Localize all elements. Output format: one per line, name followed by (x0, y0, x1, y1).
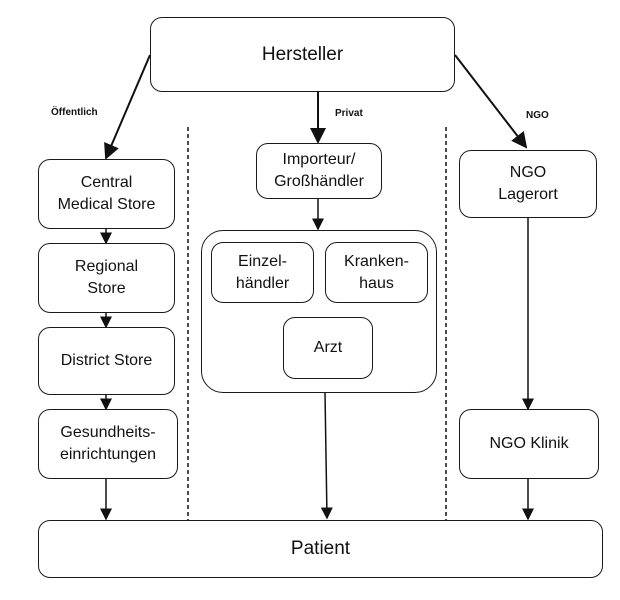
doctor-box: Arzt (283, 317, 373, 379)
arrow-to-ngo (454, 54, 528, 149)
channel-label-ngo: NGO (526, 110, 549, 121)
ngo-clinic-box: NGO Klinik (459, 409, 599, 479)
channel-label-public: Öffentlich (51, 107, 98, 118)
importer-box: Importeur/ Großhändler (256, 143, 382, 199)
hospital-box: Kranken- haus (325, 242, 428, 303)
channel-label-private: Privat (335, 108, 363, 119)
health-facilities-box: Gesundheits- einrichtungen (38, 409, 178, 479)
district-store-box: District Store (38, 327, 175, 395)
ngo-storage-box: NGO Lagerort (459, 150, 597, 218)
central-medical-store-box: Central Medical Store (38, 159, 175, 229)
retailer-box: Einzel- händler (211, 242, 314, 303)
arrow-to-public (104, 54, 151, 160)
regional-store-box: Regional Store (38, 243, 175, 313)
patient-box: Patient (38, 520, 603, 578)
hersteller-box: Hersteller (150, 17, 455, 92)
